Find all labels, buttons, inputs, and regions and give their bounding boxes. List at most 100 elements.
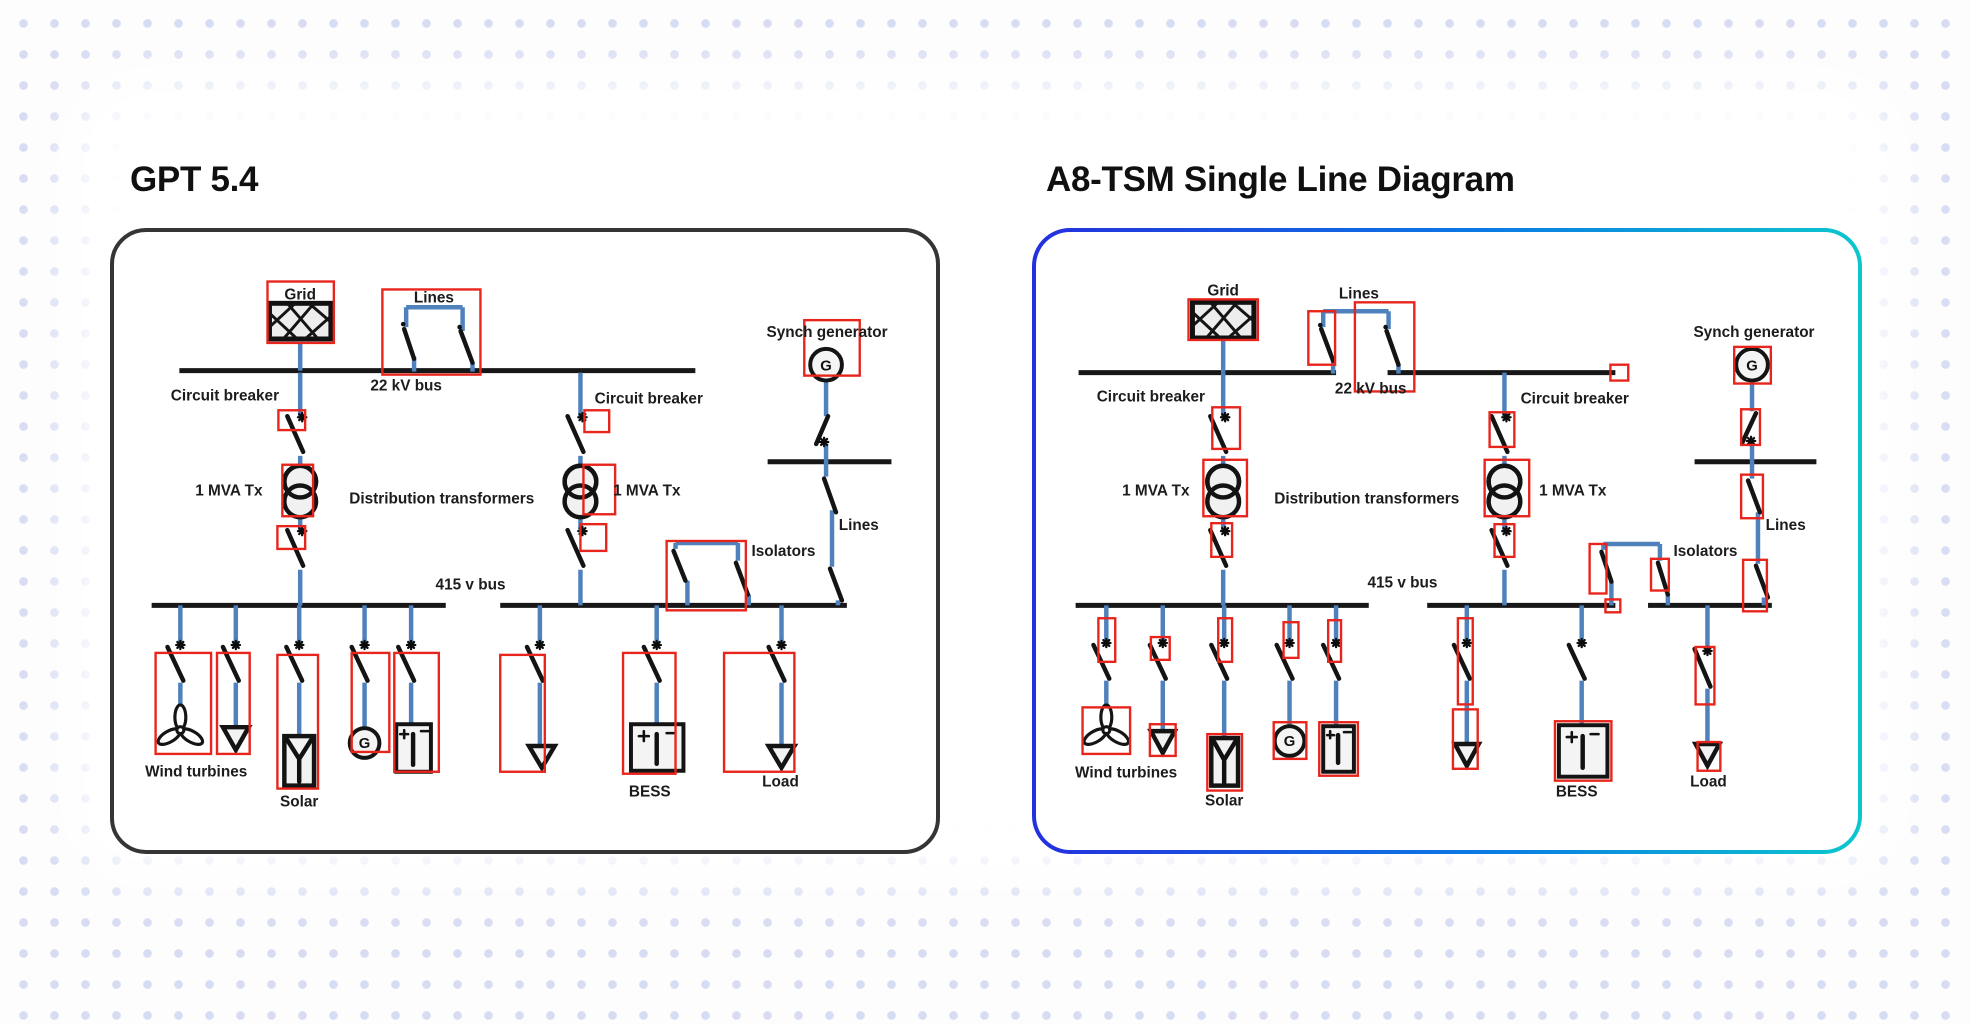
annotation-box <box>1187 298 1260 342</box>
annotation-box <box>1097 617 1117 664</box>
synch-generator-label: Synch generator <box>767 324 888 341</box>
annotation-box <box>215 651 251 756</box>
annotation-box <box>582 463 617 516</box>
circuit-breaker-label: Circuit breaker <box>1097 388 1205 405</box>
annotation-boxes <box>1081 298 1773 792</box>
annotation-box <box>154 651 213 756</box>
annotation-box <box>1206 732 1244 792</box>
gpt-panel: Grid Lines 22 kV bus Circuit breaker Cir… <box>110 228 940 854</box>
generator-letter: G <box>359 736 371 752</box>
annotation-box <box>1307 310 1337 366</box>
battery-icon <box>394 722 433 774</box>
annotation-box <box>1326 619 1343 664</box>
annotation-box <box>1149 635 1171 662</box>
bus-22kv-label: 22 kV bus <box>370 377 442 394</box>
bess-label: BESS <box>1556 784 1598 801</box>
annotation-box <box>1493 522 1516 559</box>
solar-label: Solar <box>1205 792 1243 809</box>
right-diagram-title: A8-TSM Single Line Diagram <box>1046 160 1515 199</box>
load-arrow-icon <box>1451 741 1483 771</box>
generator-icon <box>347 726 382 760</box>
conductors <box>178 305 841 747</box>
annotation-box <box>393 651 441 773</box>
annotation-box <box>579 522 608 553</box>
annotation-box <box>1739 473 1765 520</box>
solar-icon <box>282 733 317 788</box>
generator-letter: G <box>820 359 832 375</box>
circuit-breaker-label: Circuit breaker <box>1521 390 1629 407</box>
tx-label: 1 MVA Tx <box>1122 482 1190 499</box>
line-switch <box>400 321 475 365</box>
transformer-icon <box>1489 466 1521 517</box>
feeder-switch <box>1091 637 1713 689</box>
annotation-box <box>803 318 861 377</box>
load-arrow-icon <box>525 743 559 773</box>
annotation-box <box>277 409 307 432</box>
grid-icon <box>269 303 330 339</box>
annotation-box <box>1696 740 1722 772</box>
annotation-box <box>276 524 307 551</box>
bus-415v-label: 415 v bus <box>436 577 506 594</box>
grid-label: Grid <box>1207 282 1239 299</box>
annotation-box <box>1553 720 1613 782</box>
annotation-box <box>1609 363 1630 382</box>
annotation-box <box>1217 617 1234 664</box>
lines-label: Lines <box>414 289 454 306</box>
annotation-box <box>1353 301 1416 393</box>
conductors <box>1104 309 1767 745</box>
annotation-box <box>1456 617 1474 706</box>
left-diagram-title: GPT 5.4 <box>130 160 259 199</box>
solar-label: Solar <box>280 793 318 810</box>
tx-label: 1 MVA Tx <box>613 482 681 499</box>
wind-turbines-label: Wind turbines <box>145 764 247 781</box>
annotation-box <box>1211 406 1242 451</box>
transformer-icon <box>1207 466 1239 517</box>
generator-letter: G <box>1284 734 1296 750</box>
synch-generator-icon <box>808 346 844 383</box>
annotation-box <box>499 653 546 773</box>
annotation-box <box>1694 645 1716 706</box>
lines-label: Lines <box>1339 285 1379 302</box>
annotation-box <box>1741 558 1769 613</box>
wind-turbines-label: Wind turbines <box>1075 765 1177 782</box>
tx-label: 1 MVA Tx <box>195 482 263 499</box>
solar-icon <box>1209 735 1241 788</box>
load-arrow-icon <box>1691 741 1724 771</box>
annotation-box <box>1272 721 1308 761</box>
gpt-single-line-diagram: Grid Lines 22 kV bus Circuit breaker Cir… <box>145 280 892 810</box>
generator-switch <box>813 413 845 603</box>
distribution-transformers-label: Distribution transformers <box>1274 490 1459 507</box>
wind-turbine-icon <box>154 703 207 750</box>
lines-label: Lines <box>1766 517 1806 534</box>
synch-generator-icon <box>1734 346 1770 383</box>
annotation-box <box>1148 723 1177 758</box>
a8-tsm-panel-inner: Grid Lines 22 kV bus Circuit breaker Cir… <box>1036 232 1858 850</box>
grid-label: Grid <box>284 286 316 303</box>
circuit-breaker-label: Circuit breaker <box>595 390 703 407</box>
load-label: Load <box>762 774 799 791</box>
annotation-box <box>1649 557 1671 592</box>
a8-tsm-single-line-diagram: Grid Lines 22 kV bus Circuit breaker Cir… <box>1075 282 1817 809</box>
annotation-box <box>1483 458 1531 518</box>
feeder-switch <box>165 639 787 683</box>
tx-label: 1 MVA Tx <box>1539 482 1607 499</box>
lines-label: Lines <box>839 517 879 534</box>
annotation-box <box>266 280 336 345</box>
annotation-box <box>1081 706 1132 756</box>
annotation-box <box>583 409 611 434</box>
bess-battery-icon <box>1556 723 1610 779</box>
grid-icon <box>1192 302 1253 338</box>
load-arrow-icon <box>1147 728 1179 758</box>
annotation-box <box>281 463 315 518</box>
annotation-box <box>1282 621 1300 660</box>
annotation-box <box>1488 411 1516 449</box>
synch-generator-label: Synch generator <box>1693 324 1814 341</box>
isolators-label: Isolators <box>752 543 816 560</box>
annotation-box <box>1318 721 1360 777</box>
transformer-icon <box>565 466 597 517</box>
battery-icon <box>1321 724 1356 774</box>
bus-22kv-label: 22 kV bus <box>1335 380 1407 397</box>
load-label: Load <box>1690 774 1727 791</box>
annotation-boxes <box>154 280 861 790</box>
load-arrow-icon <box>219 724 253 755</box>
